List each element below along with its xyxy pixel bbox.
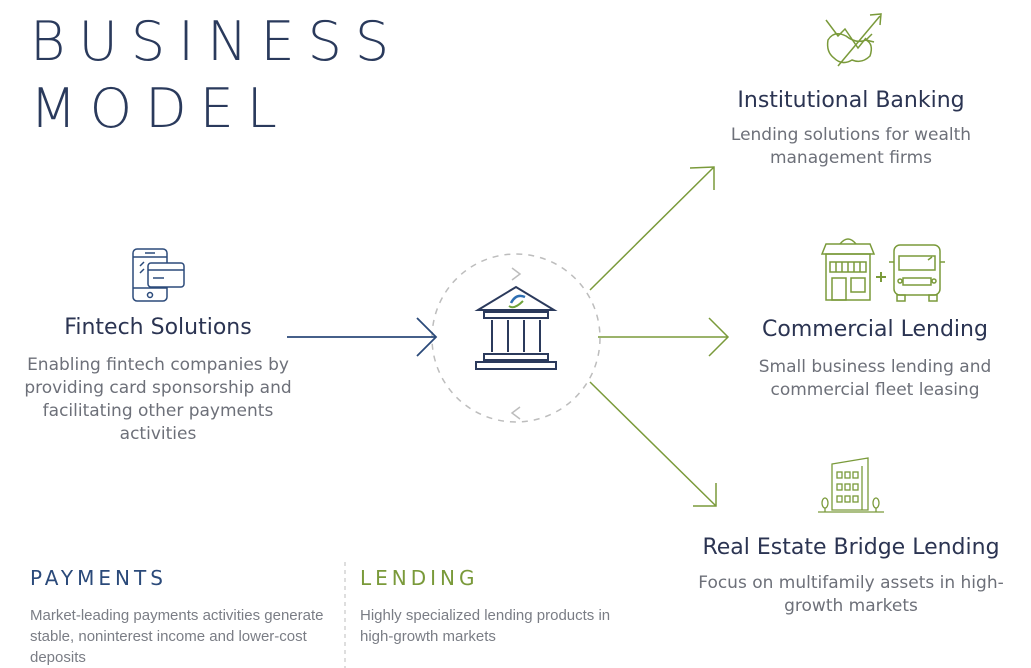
real-estate-arrow bbox=[589, 381, 717, 507]
apartment-building-icon bbox=[818, 457, 884, 513]
cycle-circle bbox=[431, 253, 601, 423]
storefront-icon bbox=[820, 238, 876, 301]
institutional-description: Lending solutions for wealth management … bbox=[730, 125, 972, 168]
van-icon bbox=[889, 244, 945, 302]
page-title: BUSINESS MODEL bbox=[30, 8, 402, 142]
plus-icon bbox=[876, 272, 886, 282]
payments-heading: PAYMENTS bbox=[30, 566, 167, 590]
smartphone-card-icon bbox=[132, 248, 185, 302]
fintech-description: Enabling fintech companies by providing … bbox=[24, 355, 292, 444]
payments-text: Market-leading payments activities gener… bbox=[30, 607, 324, 666]
title-line-1: BUSINESS bbox=[30, 10, 403, 73]
real-estate-description: Focus on multifamily assets in high-grow… bbox=[698, 573, 1004, 616]
commercial-arrow bbox=[598, 317, 730, 357]
fintech-arrow bbox=[287, 317, 438, 357]
bank-building-icon bbox=[474, 285, 558, 370]
institutional-title: Institutional Banking bbox=[737, 88, 965, 113]
real-estate-title: Real Estate Bridge Lending bbox=[702, 535, 1000, 560]
bull-chart-icon bbox=[825, 13, 882, 67]
commercial-title: Commercial Lending bbox=[762, 317, 988, 342]
lending-heading: LENDING bbox=[360, 566, 479, 590]
title-line-2: MODEL bbox=[30, 77, 290, 140]
commercial-description: Small business lending and commercial fl… bbox=[758, 357, 992, 400]
fintech-title: Fintech Solutions bbox=[64, 315, 252, 340]
institutional-arrow bbox=[589, 166, 715, 291]
lending-text: Highly specialized lending products in h… bbox=[360, 607, 611, 645]
